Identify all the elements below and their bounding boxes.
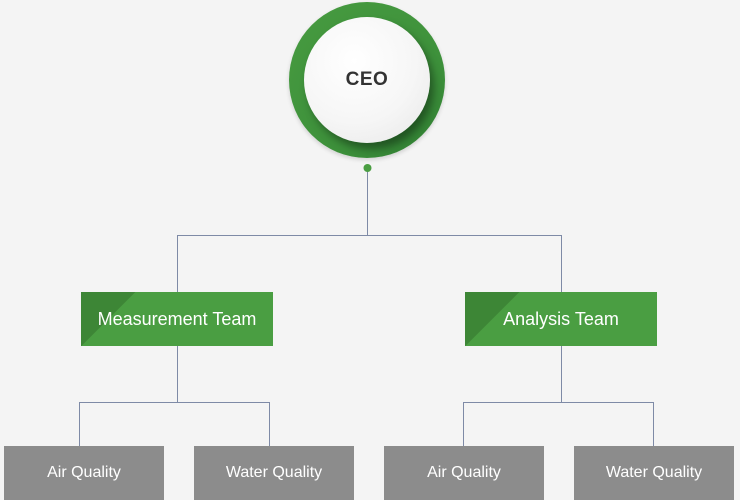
analysis-air-quality-label: Air Quality xyxy=(427,464,501,481)
measurement-team-node: Measurement Team xyxy=(81,292,273,346)
analysis-water-quality-node: Water Quality xyxy=(574,446,734,500)
ceo-label: CEO xyxy=(345,69,389,90)
analysis-team-corner-accent xyxy=(465,292,657,346)
measurement-water-quality-node: Water Quality xyxy=(194,446,354,500)
ceo-connector-dot xyxy=(363,164,372,172)
measurement-team-corner-accent xyxy=(81,292,273,346)
analysis-team-label: Analysis Team xyxy=(503,308,619,329)
analysis-water-quality-label: Water Quality xyxy=(605,464,703,481)
measurement-water-quality-label: Water Quality xyxy=(225,464,323,481)
analysis-team-node: Analysis Team xyxy=(465,292,657,346)
measurement-air-quality-node: Air Quality xyxy=(4,446,164,500)
analysis-air-quality-node: Air Quality xyxy=(384,446,544,500)
measurement-team-label: Measurement Team xyxy=(97,308,257,329)
ceo-node: CEO xyxy=(289,2,445,158)
measurement-air-quality-label: Air Quality xyxy=(47,464,121,481)
ceo-inner-circle: CEO xyxy=(304,17,430,143)
